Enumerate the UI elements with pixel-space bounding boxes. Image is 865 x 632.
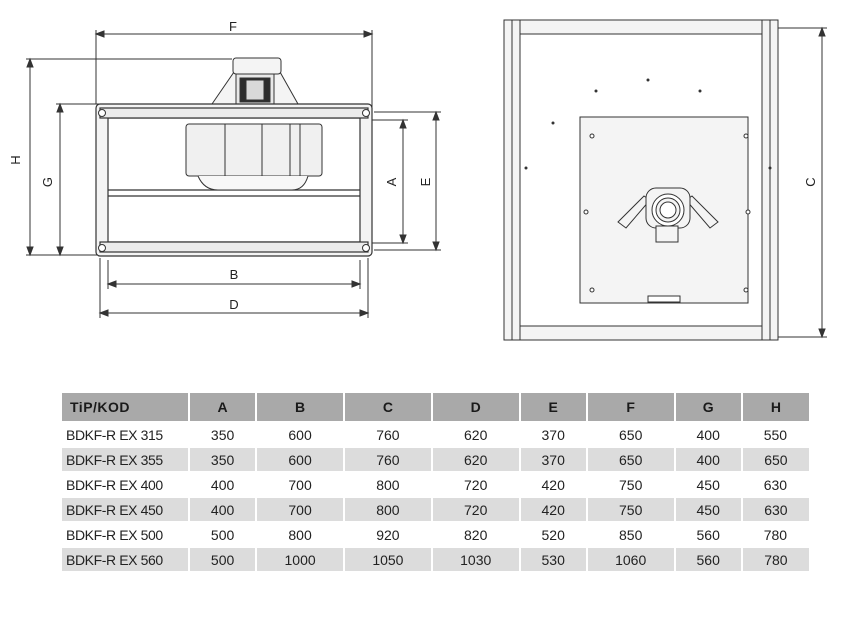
cell-b: 1000 xyxy=(256,546,345,571)
cell-h: 550 xyxy=(741,421,811,447)
header-a: A xyxy=(189,393,258,422)
cell-d: 720 xyxy=(431,471,521,497)
cell-f: 1060 xyxy=(586,546,676,571)
table-row: BDKF-R EX 500 500 800 920 820 520 850 56… xyxy=(62,521,811,547)
cell-g: 450 xyxy=(674,496,743,522)
table-header-row: TiP/KOD A B C D E F G H xyxy=(62,393,809,422)
cell-c: 1050 xyxy=(343,546,433,571)
cell-c: 760 xyxy=(343,421,433,447)
top-view-drawing: C xyxy=(503,19,827,341)
cell-c: 760 xyxy=(343,446,433,472)
cell-b: 600 xyxy=(256,421,345,447)
table-row: BDKF-R EX 355 350 600 760 620 370 650 40… xyxy=(62,446,809,472)
cell-b: 600 xyxy=(256,446,345,472)
header-d: D xyxy=(431,393,521,422)
cell-h: 650 xyxy=(741,446,809,472)
header-f: F xyxy=(586,393,676,422)
cell-d: 620 xyxy=(431,446,521,472)
cell-g: 450 xyxy=(674,471,743,497)
cell-f: 650 xyxy=(586,446,676,472)
cell-f: 650 xyxy=(586,421,676,447)
dim-label-f: F xyxy=(229,19,237,34)
cell-a: 500 xyxy=(189,546,258,571)
cell-a: 350 xyxy=(189,421,258,447)
header-type-code: TiP/KOD xyxy=(62,393,190,422)
cell-a: 500 xyxy=(189,521,258,547)
cell-g: 560 xyxy=(674,546,743,571)
table-row: BDKF-R EX 450 400 700 800 720 420 750 45… xyxy=(62,496,809,522)
cell-b: 700 xyxy=(256,496,345,522)
dim-label-b: B xyxy=(230,267,239,282)
cell-e: 370 xyxy=(519,421,588,447)
dim-label-d: D xyxy=(229,297,238,312)
cell-h: 630 xyxy=(741,471,811,497)
dim-label-g: G xyxy=(40,177,55,187)
cell-b: 800 xyxy=(256,521,345,547)
cell-g: 400 xyxy=(674,446,743,472)
dim-label-h: H xyxy=(8,155,23,164)
cell-c: 800 xyxy=(343,471,433,497)
table-row: BDKF-R EX 315 350 600 760 620 370 650 40… xyxy=(62,421,811,447)
header-b: B xyxy=(256,393,345,422)
cell-d: 1030 xyxy=(431,546,521,571)
cell-e: 420 xyxy=(519,471,588,497)
cell-g: 560 xyxy=(674,521,743,547)
cell-model: BDKF-R EX 355 xyxy=(62,446,190,472)
cell-c: 800 xyxy=(343,496,433,522)
header-e: E xyxy=(519,393,588,422)
dim-label-a: A xyxy=(384,177,399,186)
cell-e: 520 xyxy=(519,521,588,547)
cell-f: 850 xyxy=(586,521,676,547)
cell-h: 780 xyxy=(741,521,811,547)
cell-h: 780 xyxy=(741,546,809,571)
cell-e: 370 xyxy=(519,446,588,472)
cell-b: 700 xyxy=(256,471,345,497)
cell-c: 920 xyxy=(343,521,433,547)
cell-model: BDKF-R EX 400 xyxy=(62,471,190,497)
header-g: G xyxy=(674,393,743,422)
side-view-drawing: F H G A E B D xyxy=(8,19,441,318)
cell-d: 820 xyxy=(431,521,521,547)
dim-label-c: C xyxy=(803,177,818,186)
cell-model: BDKF-R EX 500 xyxy=(62,521,190,547)
cell-a: 350 xyxy=(189,446,258,472)
dim-label-e: E xyxy=(418,177,433,186)
dimensions-table: TiP/KOD A B C D E F G H BDKF-R EX 315 35… xyxy=(62,393,811,571)
cell-g: 400 xyxy=(674,421,743,447)
cell-f: 750 xyxy=(586,471,676,497)
header-h: H xyxy=(741,393,809,422)
cell-d: 720 xyxy=(431,496,521,522)
table-row: BDKF-R EX 560 500 1000 1050 1030 530 106… xyxy=(62,546,809,571)
cell-model: BDKF-R EX 315 xyxy=(62,421,190,447)
cell-h: 630 xyxy=(741,496,809,522)
cell-model: BDKF-R EX 560 xyxy=(62,546,190,571)
cell-f: 750 xyxy=(586,496,676,522)
cell-a: 400 xyxy=(189,496,258,522)
header-c: C xyxy=(343,393,433,422)
cell-e: 420 xyxy=(519,496,588,522)
cell-a: 400 xyxy=(189,471,258,497)
cell-d: 620 xyxy=(431,421,521,447)
cell-e: 530 xyxy=(519,546,588,571)
table-row: BDKF-R EX 400 400 700 800 720 420 750 45… xyxy=(62,471,811,497)
cell-model: BDKF-R EX 450 xyxy=(62,496,190,522)
